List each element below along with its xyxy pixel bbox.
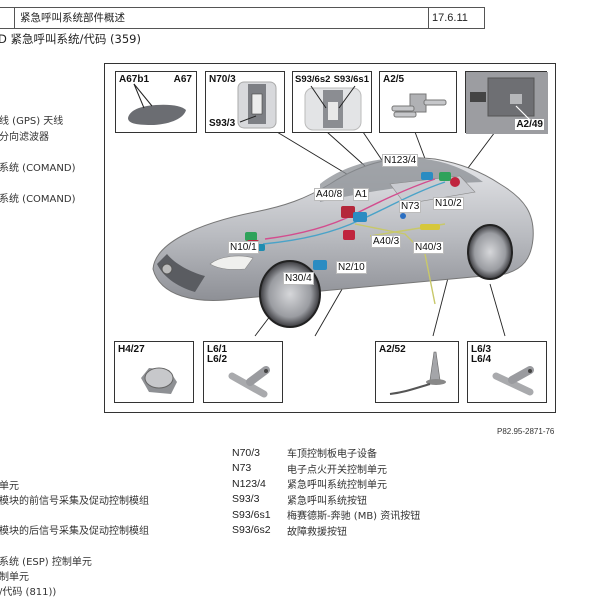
label-l6-2: L6/2 [207,354,228,365]
camera-module-icon [128,83,186,125]
inset-h4-27: H4/27 [114,341,194,403]
label-s93-6s2: S93/6s2 [295,74,331,85]
legend-code: S93/6s1 [232,508,271,521]
callout-n10-2: N10/2 [433,197,464,210]
legend-desc: 车顶控制板电子设备 [287,449,377,461]
label-a67: A67 [173,74,192,85]
label-s93-6s1: S93/6s1 [333,74,369,85]
left-text: 分向滤波器 [0,132,49,143]
label-h4-27: H4/27 [118,344,145,355]
section-subtitle: D 紧急呼叫系统/代码 (359) [0,32,141,46]
legend-row: N123/4 紧急呼叫系统控制单元 [232,476,420,492]
inset-l6-1: L6/1 L6/2 [203,341,283,403]
callout-a40-3: A40/3 [371,235,402,248]
legend-desc: 梅赛德斯-奔驰 (MB) 资讯按钮 [287,511,421,523]
callout-a40-8: A40/8 [314,188,345,201]
callout-n2-10: N2/10 [336,261,367,274]
left-text: 系统 (COMAND) [0,194,76,205]
label-s93-3: S93/3 [209,118,236,129]
legend-row: N70/3 车顶控制板电子设备 [232,445,420,461]
label-l6-1: L6/1 [207,344,228,355]
antenna-connector-icon [391,93,447,118]
legend-desc: 故障救援按钮 [287,526,347,538]
legend-code: N70/3 [232,446,261,459]
legend-code: S93/6s2 [232,524,271,537]
callout-n123-4: N123/4 [382,154,419,167]
left-text: 模块的后信号采集及促动控制模组 [0,526,149,537]
legend-row: S93/3 紧急呼叫系统按钮 [232,492,420,508]
wheel-speed-sensor-icon [492,366,534,396]
left-text: 制单元 [0,572,29,583]
label-a2-5: A2/5 [383,74,405,85]
label-a67b1: A67b1 [119,74,150,85]
legend-desc: 电子点火开关控制单元 [287,464,387,476]
legend-row: S93/6s2 故障救援按钮 [232,523,420,539]
roof-control-panel-icon [237,81,277,129]
legend-desc: 紧急呼叫系统按钮 [287,495,367,507]
inset-a67: A67b1 A67 [115,71,197,133]
figure-reference: P82.95-2871-76 [497,427,555,436]
legend-code: S93/3 [232,493,260,506]
callout-n10-1: N10/1 [228,241,259,254]
document-title: 紧急呼叫系统部件概述 [14,8,440,28]
legend-desc: 紧急呼叫系统控制单元 [287,480,387,492]
legend-row: S93/6s1 梅赛德斯-奔驰 (MB) 资讯按钮 [232,507,420,523]
callout-n30-4: N30/4 [283,272,314,285]
speaker-icon [141,367,177,394]
inset-a2-49: A2/49 [465,71,548,134]
callout-a1: A1 [353,188,370,201]
label-l6-3: L6/3 [471,344,492,355]
inset-a2-52: A2/52 [375,341,459,403]
emergency-button-panel-icon [304,85,362,131]
left-text: 模块的前信号采集及促动控制模组 [0,496,149,507]
left-text: 系统 (ESP) 控制单元 [0,557,92,568]
legend-code: N73 [232,462,252,475]
label-l6-4: L6/4 [471,354,492,365]
left-text: 单元 [0,481,19,492]
inset-a2-5: A2/5 [379,71,457,133]
inset-s93-6: S93/6s2 S93/6s1 [292,71,372,133]
gps-antenna-icon [389,351,446,395]
component-legend: N70/3 车顶控制板电子设备 N73 电子点火开关控制单元 N123/4 紧急… [232,445,420,538]
component-diagram: A67b1 A67 N70/3 S93/3 S93/6s2 S93/6s1 A2… [104,63,556,413]
inset-l6-3: L6/3 L6/4 [467,341,547,403]
left-text: 系统 (COMAND) [0,163,76,174]
callout-n73: N73 [399,200,422,213]
left-text: /代码 (811)) [0,587,57,598]
document-date: 17.6.11 [428,8,482,28]
legend-code: N123/4 [232,477,266,490]
callout-n40-3: N40/3 [413,241,444,254]
inset-n70-3: N70/3 S93/3 [205,71,285,133]
legend-row: N73 电子点火开关控制单元 [232,461,420,477]
wheel-speed-sensor-icon [228,366,270,398]
document-header: 紧急呼叫系统部件概述 17.6.11 [0,7,485,29]
label-n70-3: N70/3 [209,74,236,85]
left-text: 线 (GPS) 天线 [0,116,64,127]
label-a2-49: A2/49 [515,119,544,130]
label-a2-52: A2/52 [379,344,406,355]
